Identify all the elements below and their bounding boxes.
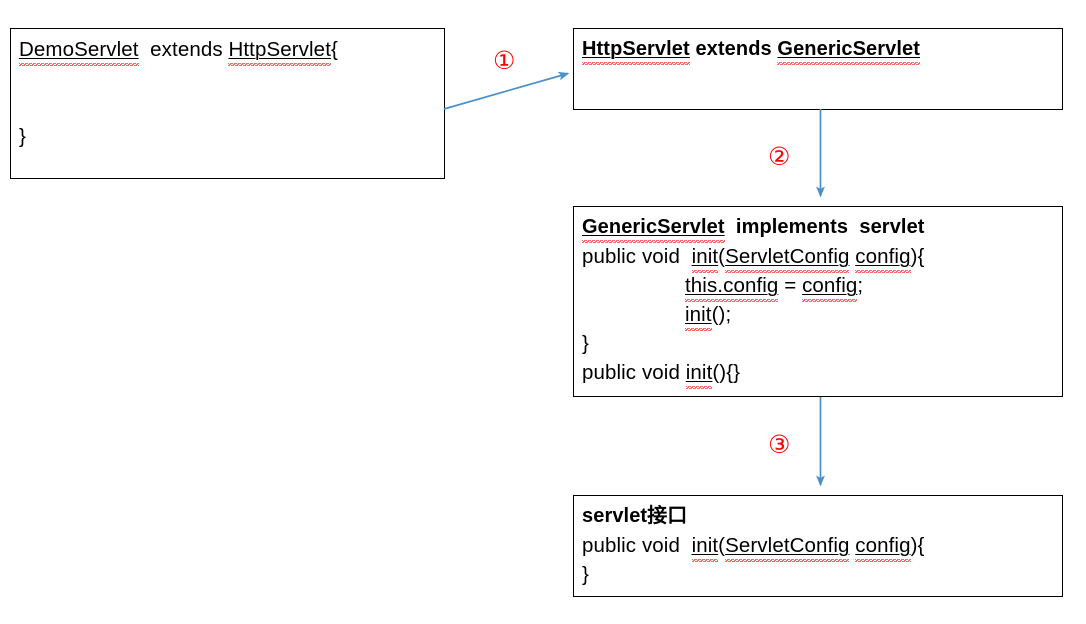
box-http-servlet[interactable]: HttpServlet extends GenericServlet (573, 28, 1063, 110)
code-line: public void init(ServletConfig config){ (582, 242, 1062, 271)
token-: ){ (910, 245, 925, 268)
token-config: config (855, 245, 911, 268)
token-: } (582, 563, 589, 586)
code-line: } (19, 122, 444, 151)
code-line: } (582, 329, 1062, 358)
token-public-void: public void (582, 245, 692, 268)
token-config: config (855, 534, 911, 557)
code-line-header: HttpServlet extends GenericServlet (582, 35, 1062, 64)
code-line: DemoServlet extends HttpServlet{ (19, 35, 444, 64)
token-this-config: this.config (685, 274, 779, 297)
code-line: } (582, 560, 1062, 589)
token-init: init (691, 534, 719, 557)
token-: ){ (910, 534, 925, 557)
token-: ; (857, 274, 864, 297)
token-: ( (718, 534, 726, 557)
token-servletconfig: ServletConfig (725, 245, 850, 268)
token-httpservlet: HttpServlet (228, 38, 331, 61)
code-line-header: servlet接口 (582, 502, 1062, 531)
arrow-generic-to-interface (816, 397, 825, 487)
token-: } (19, 125, 26, 148)
token-servlet: servlet接口 (582, 505, 688, 527)
token-: ( (718, 245, 726, 268)
token-: (){} (712, 361, 741, 384)
token-servletconfig: ServletConfig (725, 534, 850, 557)
code-line-indented: this.config = config; (582, 271, 1062, 300)
token-init: init (685, 303, 712, 326)
step-marker-one: ① (493, 46, 516, 75)
code-line (19, 64, 444, 93)
step-marker-three: ③ (768, 430, 791, 459)
token-: = (778, 274, 803, 297)
code-line-header: GenericServlet implements servlet (582, 213, 1062, 242)
token-demoservlet: DemoServlet (19, 38, 139, 61)
code-line: public void init(){} (582, 358, 1062, 387)
token-init: init (691, 245, 719, 268)
token-genericservlet: GenericServlet (777, 38, 920, 60)
box-servlet-interface[interactable]: servlet接口 public void init(ServletConfig … (573, 495, 1063, 597)
token-: (); (711, 303, 732, 326)
token-: { (330, 38, 338, 61)
code-line: public void init(ServletConfig config){ (582, 531, 1062, 560)
token-implements-servlet: implements servlet (724, 216, 925, 238)
token-config: config (802, 274, 858, 297)
token-public-void: public void (582, 361, 686, 384)
box-demo-servlet[interactable]: DemoServlet extends HttpServlet{ } (10, 28, 445, 179)
token-extends: extends (689, 38, 778, 60)
arrow-http-to-generic (816, 109, 825, 198)
token-public-void: public void (582, 534, 692, 557)
code-line (19, 93, 444, 122)
code-line-indented: init(); (582, 300, 1062, 329)
step-marker-two: ② (768, 142, 791, 171)
token-httpservlet: HttpServlet (582, 38, 690, 60)
token-extends: extends (138, 38, 229, 61)
token-: } (582, 332, 589, 355)
token-genericservlet: GenericServlet (582, 216, 725, 238)
token-init: init (685, 361, 713, 384)
